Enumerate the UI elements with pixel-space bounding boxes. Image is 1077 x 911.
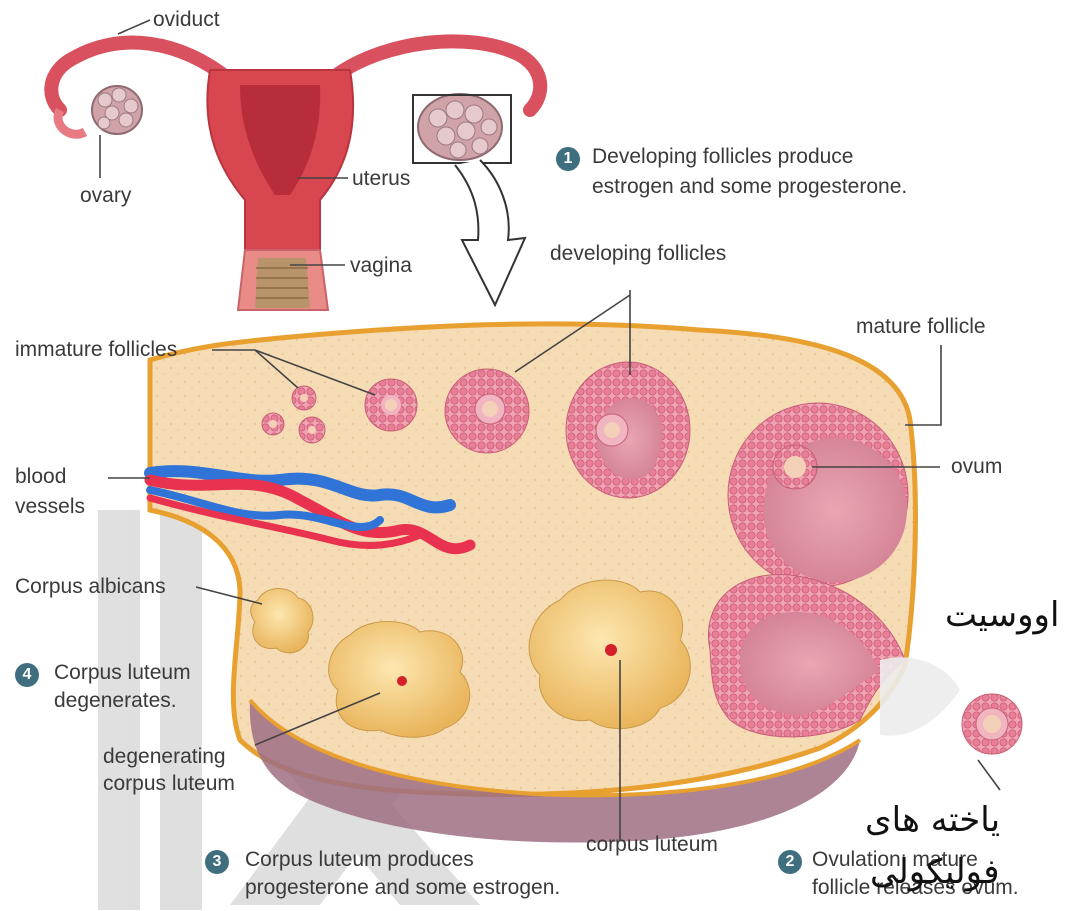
label-immature-follicles: immature follicles bbox=[15, 338, 177, 362]
step-4-line2: degenerates. bbox=[54, 688, 177, 714]
released-ovum bbox=[962, 694, 1022, 754]
label-developing-follicles: developing follicles bbox=[550, 242, 726, 266]
step-1-line2: estrogen and some progesterone. bbox=[592, 174, 907, 200]
zoom-arrow bbox=[455, 160, 525, 305]
label-degenerating-line2: corpus luteum bbox=[103, 772, 235, 796]
label-mature-follicle: mature follicle bbox=[856, 315, 986, 339]
step-3-line1: Corpus luteum produces bbox=[245, 847, 474, 873]
step-1-badge: 1 bbox=[556, 147, 580, 171]
label-blood-vessels-line1: blood bbox=[15, 465, 66, 489]
annotation-oocyte: اووسیت bbox=[945, 595, 1059, 635]
label-vagina: vagina bbox=[350, 254, 412, 278]
label-corpus-albicans: Corpus albicans bbox=[15, 575, 166, 599]
step-2-badge: 2 bbox=[778, 850, 802, 874]
label-ovary: ovary bbox=[80, 184, 131, 208]
annotation-follicular-cells-line1: یاخته های bbox=[865, 800, 1000, 840]
step-3-badge: 3 bbox=[205, 850, 229, 874]
label-corpus-luteum: corpus luteum bbox=[586, 833, 718, 857]
label-degenerating-line1: degenerating bbox=[103, 745, 226, 769]
step-3-line2: progesterone and some estrogen. bbox=[245, 875, 560, 901]
label-uterus: uterus bbox=[352, 167, 410, 191]
mature-follicle bbox=[728, 403, 908, 587]
label-oviduct: oviduct bbox=[153, 8, 220, 32]
step-4-line1: Corpus luteum bbox=[54, 660, 191, 686]
ruptured-follicle bbox=[708, 574, 960, 736]
label-blood-vessels-line2: vessels bbox=[15, 495, 85, 519]
label-ovum: ovum bbox=[951, 455, 1002, 479]
degenerating-corpus-luteum bbox=[329, 621, 470, 737]
step-1-line1: Developing follicles produce bbox=[592, 144, 854, 170]
annotation-follicular-cells-line2: فولیکولی bbox=[870, 852, 999, 892]
step-4-badge: 4 bbox=[15, 663, 39, 687]
